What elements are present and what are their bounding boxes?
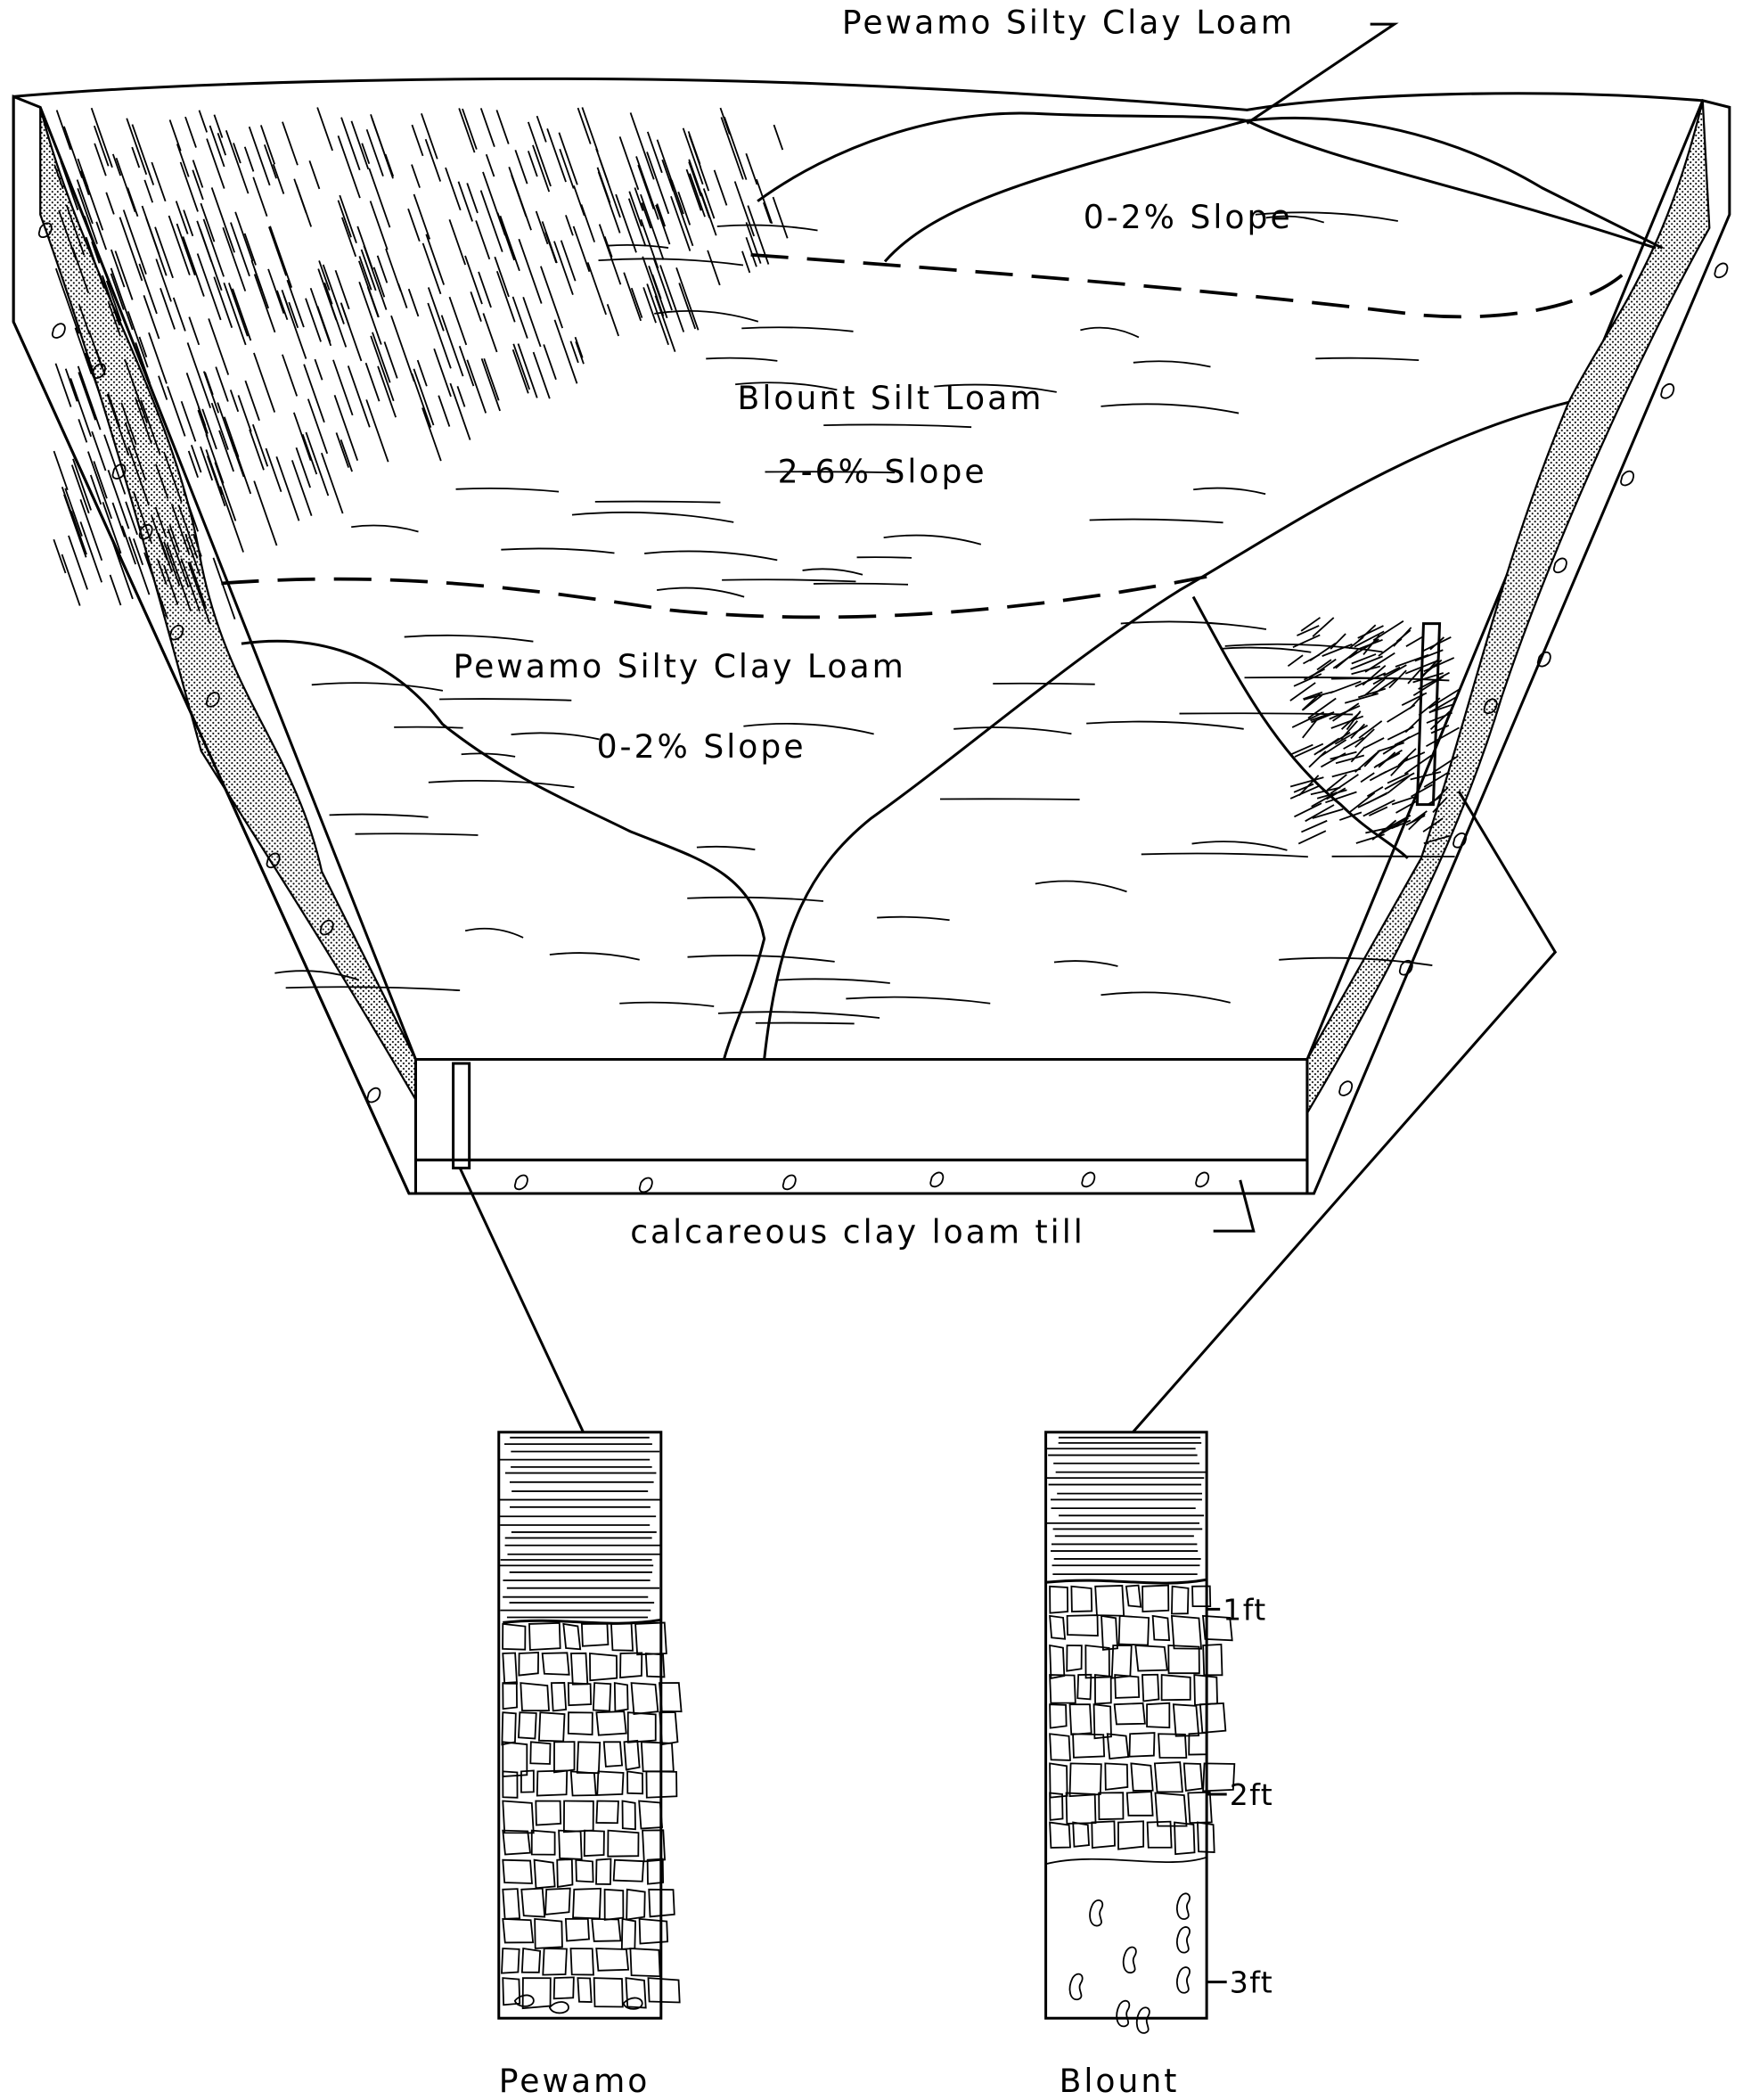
pewamo-profile-label: Pewamo xyxy=(499,2062,651,2100)
label-middle-soil: Blount Silt Loam xyxy=(738,379,1044,417)
blount-connector xyxy=(1132,790,1558,1433)
right-side-stipple xyxy=(1305,100,1711,1117)
depth-mark-1ft: 1ft xyxy=(1223,1592,1267,1627)
pewamo-profile: Pewamo xyxy=(497,1431,683,2100)
pewamo-sample-slot xyxy=(452,1062,471,1169)
blount-profile: 1ft 2ft 3ft Blount xyxy=(1044,1431,1274,2100)
front-face-stipple xyxy=(413,1058,1309,1161)
steep-slope-hatching xyxy=(53,107,1461,845)
depth-mark-3ft: 3ft xyxy=(1230,1965,1274,2000)
left-side-stipple xyxy=(39,107,417,1103)
label-middle-slope: 2-6% Slope xyxy=(778,453,987,491)
terrain xyxy=(53,107,1664,1060)
label-top-slope: 0-2% Slope xyxy=(1084,198,1293,236)
depth-mark-2ft: 2ft xyxy=(1230,1777,1274,1812)
label-lower-slope: 0-2% Slope xyxy=(597,727,806,766)
till-clasts xyxy=(37,222,1729,1194)
contour-lines xyxy=(274,211,1455,1025)
label-substratum: calcareous clay loam till xyxy=(630,1213,1085,1251)
front-face-till xyxy=(413,1158,1309,1195)
pewamo-connector xyxy=(458,1167,585,1433)
labels: Pewamo Silty Clay Loam 0-2% Slope Blount… xyxy=(454,4,1399,1251)
block xyxy=(12,77,1731,1195)
label-top-right-soil: Pewamo Silty Clay Loam xyxy=(842,4,1295,42)
label-lower-soil: Pewamo Silty Clay Loam xyxy=(454,647,906,685)
blount-profile-label: Blount xyxy=(1060,2062,1180,2100)
